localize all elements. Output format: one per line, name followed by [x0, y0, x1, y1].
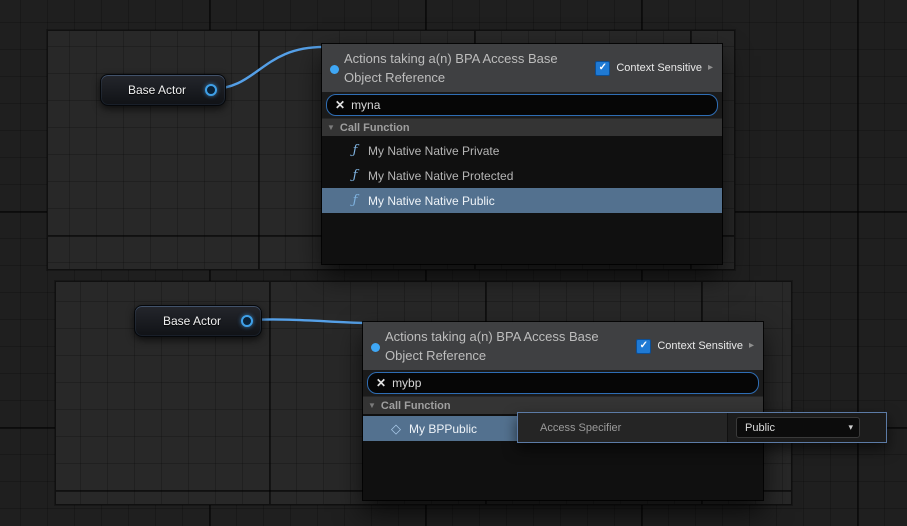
access-specifier-tooltip: Access Specifier Public ▾ [517, 412, 887, 443]
chevron-right-icon: ▸ [749, 341, 754, 351]
list-item[interactable]: ƒ My Native Native Protected [322, 163, 722, 188]
node-label: Base Actor [163, 314, 221, 328]
clear-search-icon[interactable]: ✕ [335, 99, 345, 111]
category-call-function[interactable]: ▼ Call Function [322, 118, 722, 136]
category-label: Call Function [340, 122, 410, 134]
blueprint-function-diamond-icon: ◇ [391, 422, 401, 435]
menu-title: Actions taking a(n) BPA Access Base Obje… [385, 327, 607, 365]
object-output-pin-icon[interactable] [241, 315, 253, 327]
search-box[interactable]: ✕ [326, 94, 718, 116]
node-label: Base Actor [128, 83, 186, 97]
dropdown-value: Public [737, 422, 848, 434]
tooltip-label-section: Access Specifier [518, 413, 727, 442]
context-menu-top: Actions taking a(n) BPA Access Base Obje… [322, 44, 722, 264]
function-icon: ƒ [350, 168, 360, 183]
list-item-label: My BPPublic [409, 422, 477, 436]
menu-title: Actions taking a(n) BPA Access Base Obje… [344, 49, 566, 87]
collapse-triangle-icon: ▼ [368, 402, 376, 410]
tooltip-value-section: Public ▾ [727, 413, 886, 442]
search-row: ✕ [322, 92, 722, 118]
collapse-triangle-icon: ▼ [327, 124, 335, 132]
object-reference-dot-icon [371, 343, 380, 352]
clear-search-icon[interactable]: ✕ [376, 377, 386, 389]
check-icon: ✓ [640, 341, 648, 351]
checkbox-checked-icon[interactable]: ✓ [595, 61, 610, 76]
context-sensitive-toggle[interactable]: ✓ Context Sensitive ▸ [636, 322, 754, 370]
search-box[interactable]: ✕ [367, 372, 759, 394]
menu-header: Actions taking a(n) BPA Access Base Obje… [363, 322, 763, 370]
context-menu-bottom: Actions taking a(n) BPA Access Base Obje… [363, 322, 763, 500]
context-sensitive-toggle[interactable]: ✓ Context Sensitive ▸ [595, 44, 713, 92]
access-specifier-label: Access Specifier [540, 422, 621, 434]
list-item[interactable]: ƒ My Native Native Private [322, 138, 722, 163]
list-item-label: My Native Native Private [368, 144, 499, 158]
search-input[interactable] [351, 98, 717, 112]
node-base-actor-bottom[interactable]: Base Actor [134, 305, 262, 337]
node-base-actor-top[interactable]: Base Actor [100, 74, 226, 106]
chevron-right-icon: ▸ [708, 63, 713, 73]
list-item-label: My Native Native Protected [368, 169, 513, 183]
check-icon: ✓ [599, 63, 607, 73]
function-icon: ƒ [350, 143, 360, 158]
menu-header: Actions taking a(n) BPA Access Base Obje… [322, 44, 722, 92]
context-sensitive-label: Context Sensitive [616, 62, 702, 74]
list-item-selected[interactable]: ƒ My Native Native Public [322, 188, 722, 213]
access-specifier-dropdown[interactable]: Public ▾ [736, 417, 860, 438]
object-output-pin-icon[interactable] [205, 84, 217, 96]
category-label: Call Function [381, 400, 451, 412]
checkbox-checked-icon[interactable]: ✓ [636, 339, 651, 354]
function-list: ƒ My Native Native Private ƒ My Native N… [322, 136, 722, 264]
context-sensitive-label: Context Sensitive [657, 340, 743, 352]
search-row: ✕ [363, 370, 763, 396]
object-reference-dot-icon [330, 65, 339, 74]
function-icon: ƒ [350, 193, 360, 208]
search-input[interactable] [392, 376, 758, 390]
chevron-down-icon: ▾ [848, 423, 853, 432]
list-item-label: My Native Native Public [368, 194, 495, 208]
